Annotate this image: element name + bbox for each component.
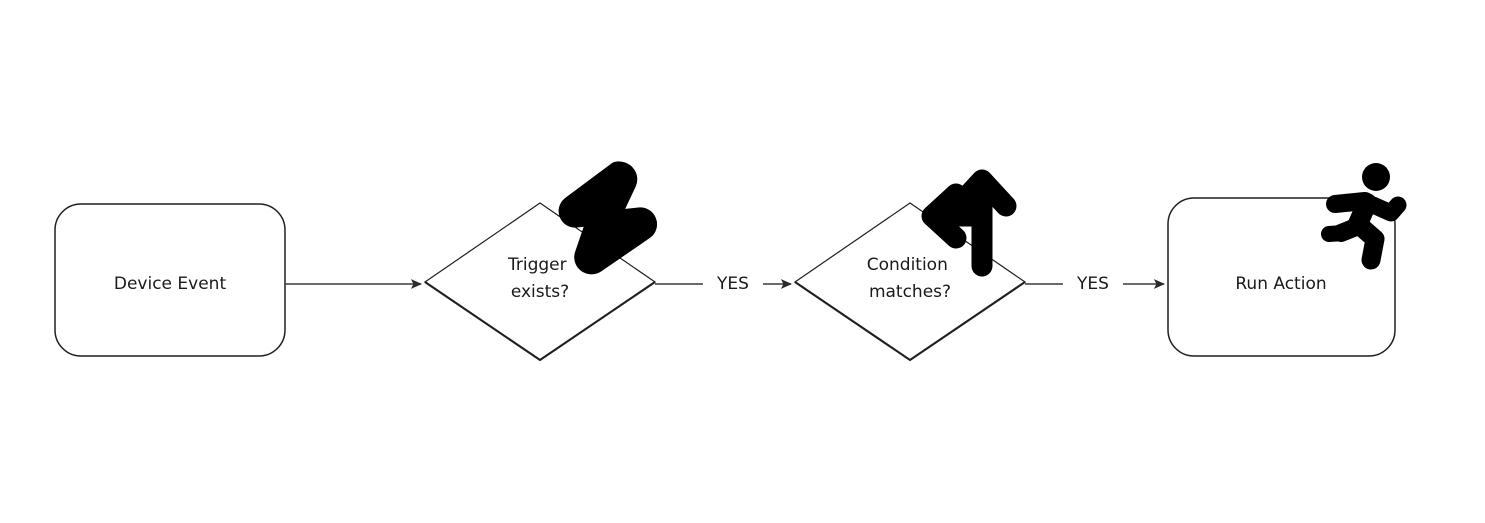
lightning-bolt-icon [558, 161, 658, 275]
device-event-label: Device Event [114, 274, 227, 294]
trigger-exists-label: Trigger exists? [507, 255, 572, 302]
branch-fork-arrow-icon [921, 169, 1017, 277]
device-event-shape[interactable] [54, 203, 286, 357]
edge-trigger-to-condition-label: YES [716, 274, 749, 294]
node-trigger-exists[interactable]: Trigger exists? [423, 161, 658, 362]
edge-condition-to-action: YES [1025, 274, 1166, 294]
node-condition-matches[interactable]: Condition matches? [793, 169, 1027, 362]
condition-matches-label: Condition matches? [867, 255, 954, 302]
edge-trigger-to-condition: YES [655, 274, 793, 294]
trigger-exists-shape-shadow [424, 281, 656, 362]
run-action-label: Run Action [1235, 274, 1326, 294]
node-device-event[interactable]: Device Event [54, 203, 286, 357]
running-person-icon [1321, 163, 1407, 270]
node-run-action[interactable]: Run Action [1167, 163, 1407, 357]
condition-matches-shape-shadow [794, 281, 1026, 362]
edge-condition-to-action-label: YES [1076, 274, 1109, 294]
